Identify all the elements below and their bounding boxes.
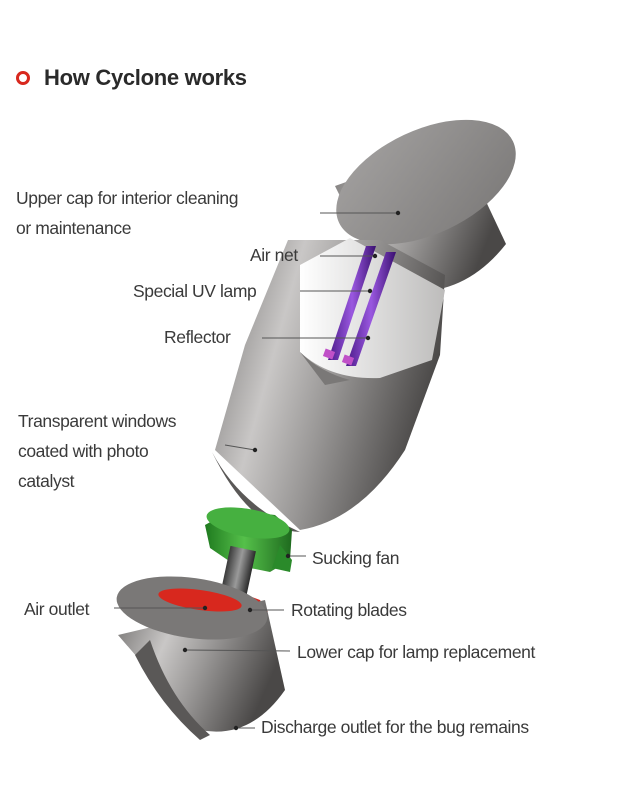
- label-reflector: Reflector: [164, 327, 231, 347]
- sucking-fan: [205, 507, 292, 572]
- label-air-outlet: Air outlet: [24, 599, 90, 619]
- label-upper-cap-line2: or maintenance: [16, 218, 132, 238]
- main-body: [212, 238, 445, 532]
- label-sucking-fan: Sucking fan: [312, 548, 400, 568]
- label-windows-line3: catalyst: [18, 471, 75, 491]
- label-discharge-outlet: Discharge outlet for the bug remains: [261, 717, 529, 737]
- label-air-net: Air net: [250, 245, 298, 265]
- label-upper-cap-line1: Upper cap for interior cleaning: [16, 188, 239, 208]
- lower-cap: [116, 576, 285, 740]
- leader-dots: [182, 210, 401, 731]
- label-lower-cap: Lower cap for lamp replacement: [297, 642, 535, 662]
- leader-lines: [114, 212, 398, 729]
- title-bullet-icon: [16, 71, 30, 85]
- label-windows-line2: coated with photo: [18, 441, 149, 461]
- label-rotating-blades: Rotating blades: [291, 600, 407, 620]
- title-row: How Cyclone works: [16, 62, 247, 94]
- label-uv-lamp: Special UV lamp: [133, 281, 257, 301]
- page-title: How Cyclone works: [44, 65, 247, 90]
- label-windows-line1: Transparent windows: [18, 411, 177, 431]
